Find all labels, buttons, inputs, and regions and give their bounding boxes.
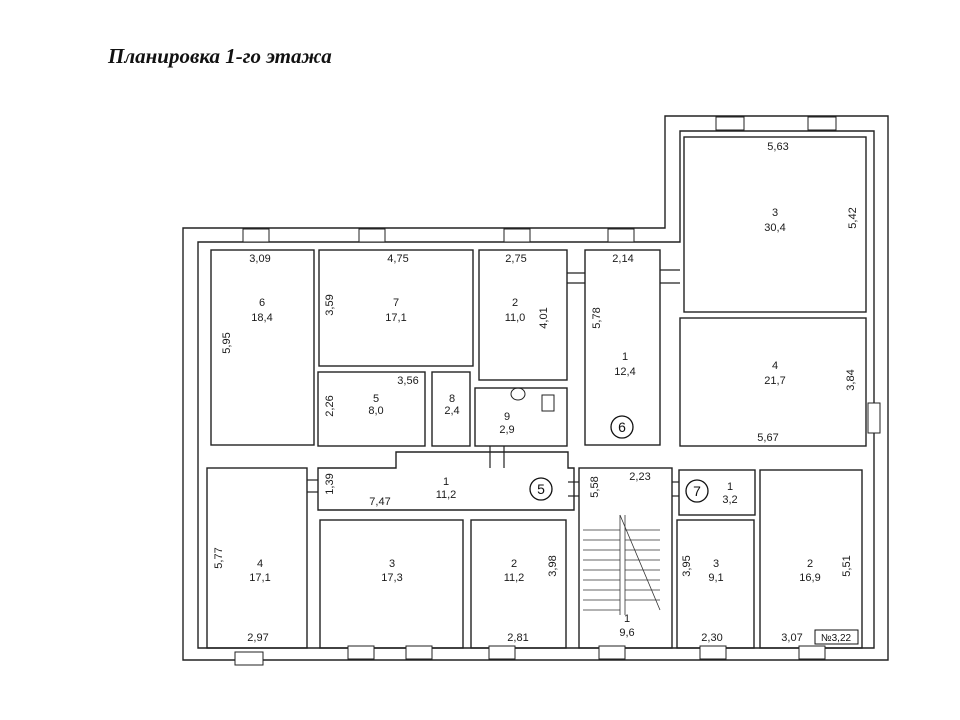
dimension: 3,56 — [397, 375, 418, 387]
room-number: 3 — [389, 558, 395, 570]
room-area: 9,1 — [708, 572, 723, 584]
dimension: 3,09 — [249, 253, 270, 265]
dimension: 2,26 — [324, 395, 336, 416]
room-labels: 6 18,4 7 17,1 2 11,0 1 12,4 3 30,4 4 21,… — [249, 207, 820, 639]
room-number: 5 — [373, 393, 379, 405]
room-number: 1 — [727, 481, 733, 493]
dimension: 4,75 — [387, 253, 408, 265]
room-outline — [683, 136, 867, 313]
dimension: 5,77 — [213, 547, 225, 568]
room-outline — [319, 519, 464, 649]
inner-outer-wall — [197, 130, 875, 649]
windows — [234, 116, 881, 666]
doors — [307, 269, 680, 497]
room-outline — [676, 519, 755, 649]
dimension: 5,58 — [589, 476, 601, 497]
room-number: 1 — [622, 351, 628, 363]
room-outline — [210, 249, 315, 446]
room-area: 17,1 — [385, 312, 406, 324]
circled-markers: 5 6 7 — [529, 415, 709, 503]
room-number: 1 — [624, 613, 630, 625]
room-outline — [584, 249, 661, 446]
room-area: 11,2 — [504, 572, 525, 584]
dimension: 3,84 — [845, 369, 857, 390]
room-area: 2,4 — [444, 405, 459, 417]
room-area: 11,0 — [505, 312, 526, 324]
page-title: Планировка 1-го этажа — [108, 44, 332, 68]
room-number: 8 — [449, 393, 455, 405]
dimension: 5,95 — [221, 332, 233, 353]
room-outline — [206, 467, 308, 649]
room-number: 6 — [259, 297, 265, 309]
dimension: 3,07 — [781, 632, 802, 644]
room-area: 12,4 — [614, 366, 635, 378]
stamp-label: №3,22 — [821, 633, 852, 644]
room-outline — [431, 371, 471, 447]
room-outline — [318, 249, 474, 367]
room-area: 17,3 — [381, 572, 402, 584]
room-area: 8,0 — [368, 405, 383, 417]
corridor — [317, 451, 575, 511]
room-area: 21,7 — [764, 375, 785, 387]
circle-marker: 5 — [537, 481, 545, 497]
room-area: 18,4 — [251, 312, 272, 324]
stamp-box — [814, 629, 859, 645]
dimension: 3,98 — [547, 555, 559, 576]
room-outline — [679, 317, 867, 447]
dimension: 5,42 — [847, 207, 859, 228]
room-number: 3 — [713, 558, 719, 570]
toilet-fixtures — [510, 387, 555, 412]
room-number: 7 — [393, 297, 399, 309]
staircase — [583, 514, 661, 615]
room-outline — [474, 387, 568, 447]
room-number: 2 — [511, 558, 517, 570]
room-outline — [470, 519, 567, 649]
room-area: 11,2 — [436, 489, 457, 501]
room-number: 2 — [807, 558, 813, 570]
dimension: 2,75 — [505, 253, 526, 265]
outer-wall — [182, 115, 889, 661]
room-outline — [478, 249, 568, 381]
room-number: 2 — [512, 297, 518, 309]
dimension: 2,81 — [507, 632, 528, 644]
room-outline — [678, 469, 756, 516]
dimension: 5,78 — [591, 307, 603, 328]
circle-marker: 7 — [693, 483, 701, 499]
room-number: 4 — [257, 558, 263, 570]
room-area: 2,9 — [499, 424, 514, 436]
dimension: 2,97 — [247, 632, 268, 644]
dimension: 1,39 — [324, 473, 336, 494]
room-number: 4 — [772, 360, 778, 372]
room-number: 3 — [772, 207, 778, 219]
room-area: 16,9 — [799, 572, 820, 584]
dimension: 3,59 — [324, 294, 336, 315]
dimension: 5,67 — [757, 432, 778, 444]
room-area: 3,2 — [722, 494, 737, 506]
circle-marker: 6 — [618, 419, 626, 435]
dimension: 5,63 — [767, 141, 788, 153]
room-area: 9,6 — [619, 627, 634, 639]
dimension: 2,14 — [612, 253, 633, 265]
room-number: 1 — [443, 476, 449, 488]
room-area: 30,4 — [764, 222, 785, 234]
dimension: 2,30 — [701, 632, 722, 644]
dimension: 3,95 — [681, 555, 693, 576]
dimension-labels: 3,09 4,75 2,75 2,14 5,63 5,42 5,95 3,59 … — [213, 141, 859, 644]
room-outline — [317, 371, 426, 447]
room-number: 9 — [504, 411, 510, 423]
dimension: 2,23 — [629, 471, 650, 483]
dimension: 4,01 — [538, 307, 550, 328]
dimension: 5,51 — [841, 555, 853, 576]
dimension: 7,47 — [369, 496, 390, 508]
room-area: 17,1 — [249, 572, 270, 584]
